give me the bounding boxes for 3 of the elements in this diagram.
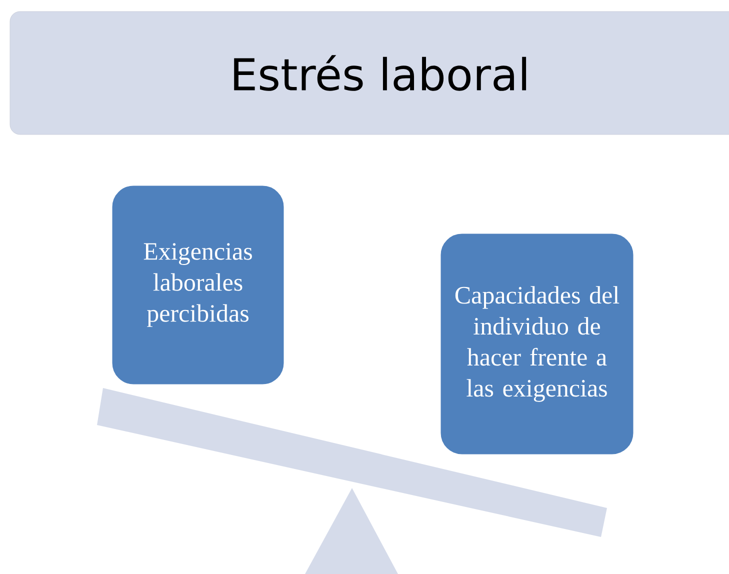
text-box: Capacidades del individuo de hacer frente a las exigencias xyxy=(439,232,635,456)
title-banner: Estrés laboral xyxy=(10,11,729,135)
text-box: Exigencias laborales percibidas xyxy=(110,184,286,386)
